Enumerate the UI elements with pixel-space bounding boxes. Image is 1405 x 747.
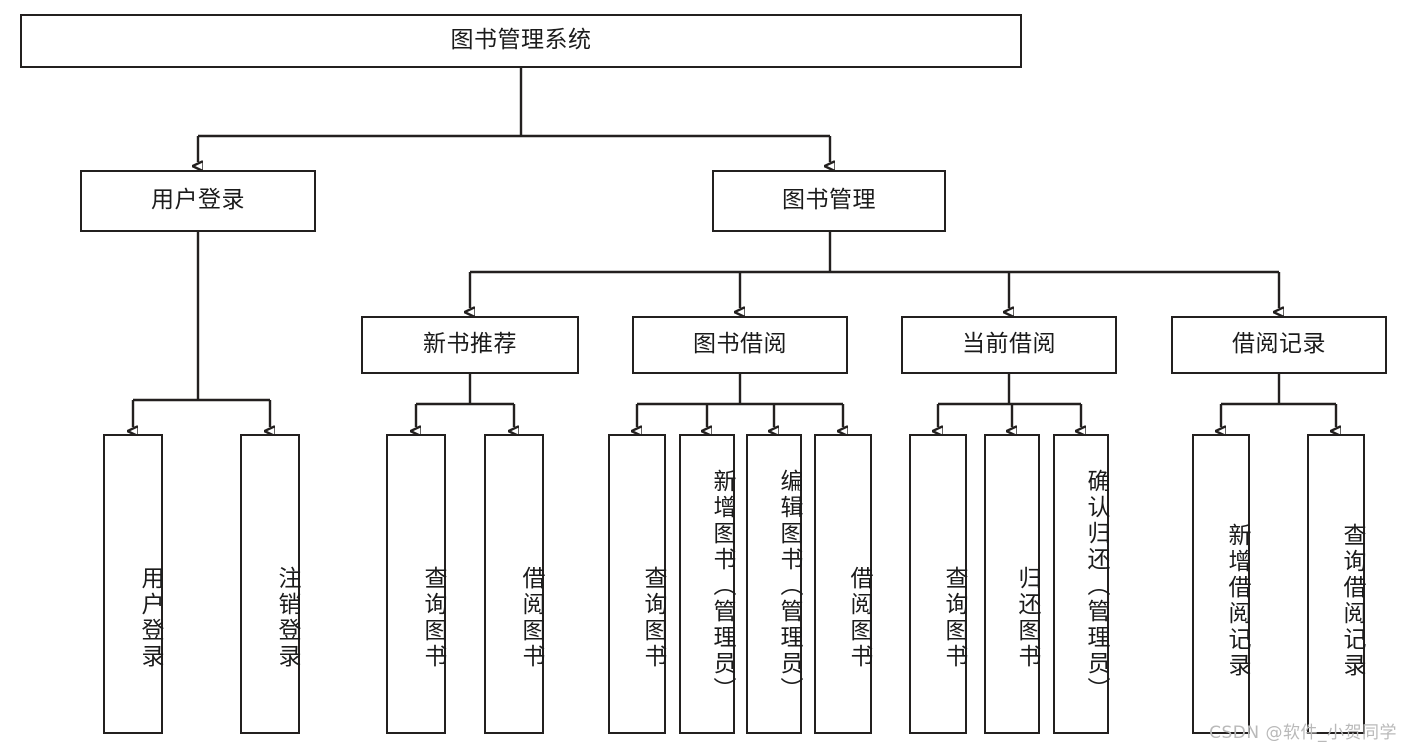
leaf-add-borrow-record[interactable]: 新增借阅记录 <box>1192 434 1250 734</box>
node-current-borrow[interactable]: 当前借阅 <box>901 316 1117 374</box>
node-book-borrow[interactable]: 图书借阅 <box>632 316 848 374</box>
leaf-borrow-book-borrow[interactable]: 借阅图书 <box>814 434 872 734</box>
csdn-watermark: CSDN @软件_小贺同学 <box>1209 723 1397 743</box>
leaf-query-book-newbook[interactable]: 查询图书 <box>386 434 446 734</box>
leaf-user-login[interactable]: 用户登录 <box>103 434 163 734</box>
node-borrow-record[interactable]: 借阅记录 <box>1171 316 1387 374</box>
leaf-logout-login[interactable]: 注销登录 <box>240 434 300 734</box>
leaf-edit-book-admin[interactable]: 编辑图书（管理员） <box>746 434 802 734</box>
leaf-query-borrow-record[interactable]: 查询借阅记录 <box>1307 434 1365 734</box>
leaf-borrow-book-newbook[interactable]: 借阅图书 <box>484 434 544 734</box>
leaf-add-book-admin[interactable]: 新增图书（管理员） <box>679 434 735 734</box>
leaf-return-book[interactable]: 归还图书 <box>984 434 1040 734</box>
leaf-confirm-return-admin[interactable]: 确认归还（管理员） <box>1053 434 1109 734</box>
leaf-query-book-borrow[interactable]: 查询图书 <box>608 434 666 734</box>
node-book-management[interactable]: 图书管理 <box>712 170 946 232</box>
leaf-query-book-current[interactable]: 查询图书 <box>909 434 967 734</box>
node-root-system[interactable]: 图书管理系统 <box>20 14 1022 68</box>
node-new-book-recommend[interactable]: 新书推荐 <box>361 316 579 374</box>
node-user-login[interactable]: 用户登录 <box>80 170 316 232</box>
